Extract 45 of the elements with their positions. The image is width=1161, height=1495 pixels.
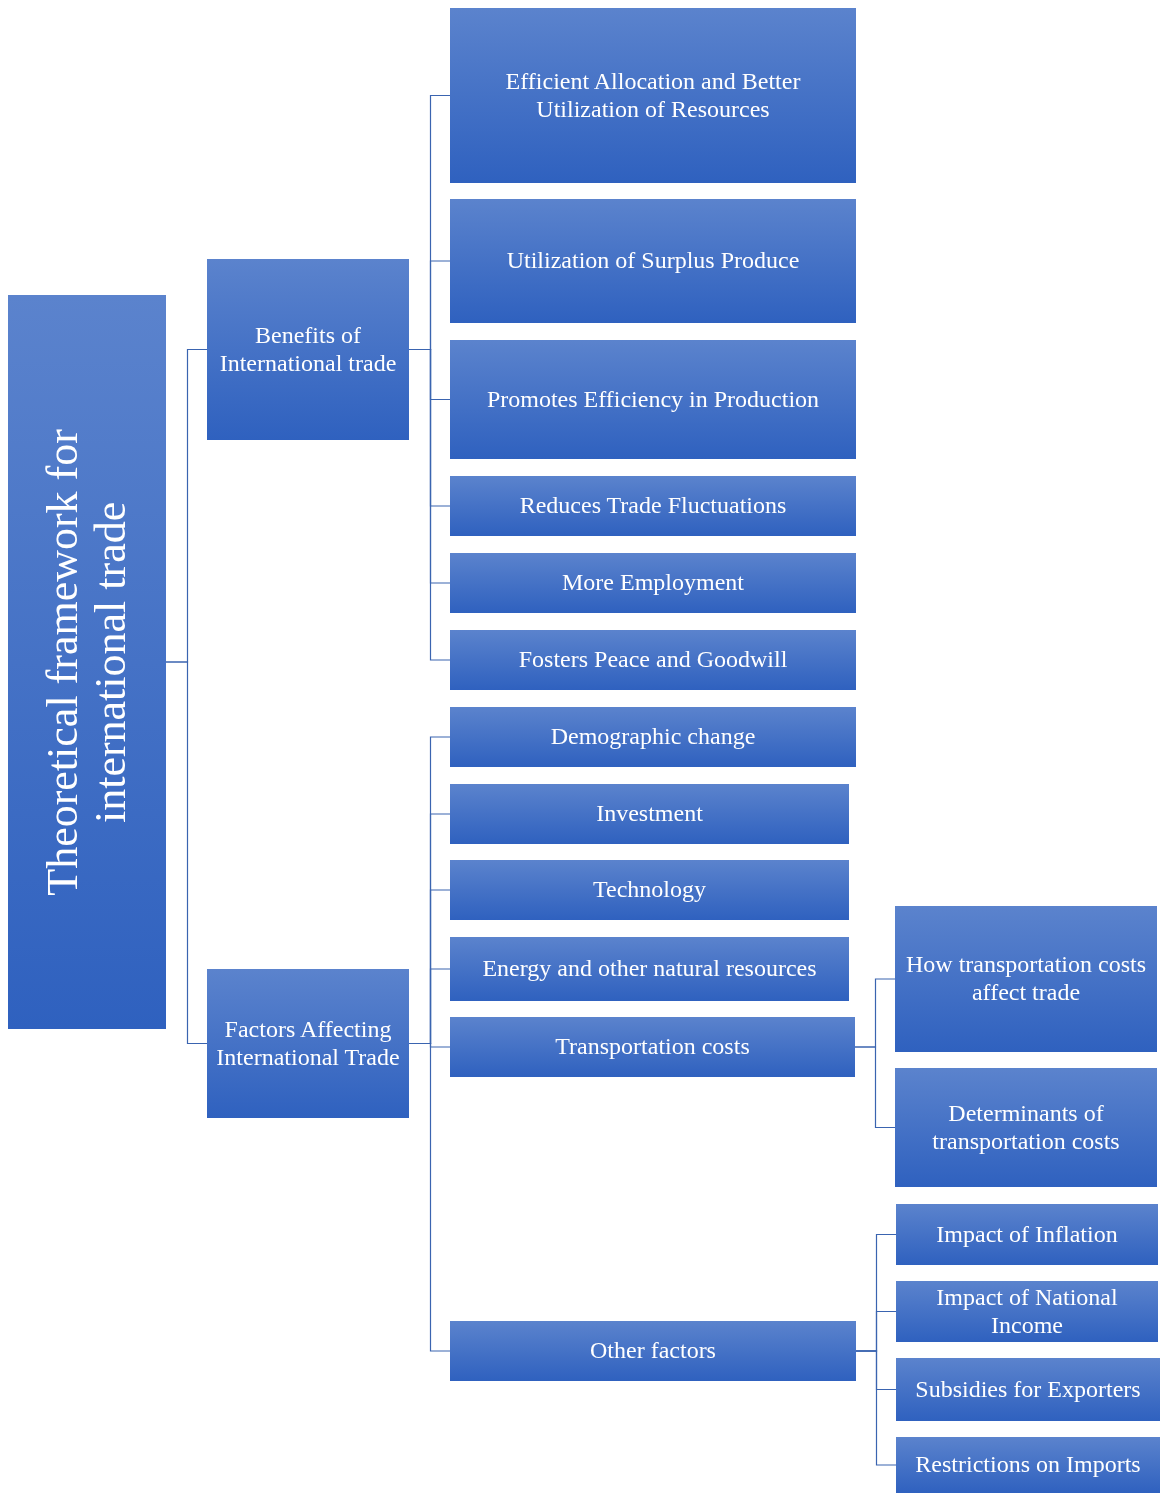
node-label: Impact of National Income (935, 1283, 1119, 1340)
node-label: Theoretical framework for international trade (38, 427, 136, 898)
item-box (450, 784, 849, 844)
node-label: Other factors (590, 1337, 716, 1365)
item-box (450, 1017, 855, 1077)
item-box (450, 1321, 856, 1381)
node-label: Transportation costs (555, 1033, 750, 1061)
title-box (8, 295, 166, 1029)
node-label: Fosters Peace and Goodwill (518, 646, 788, 674)
node-label: Investment (596, 800, 703, 828)
item-box (450, 937, 849, 1001)
item-box (450, 476, 856, 536)
item-box (450, 199, 856, 323)
item-box (896, 1437, 1160, 1493)
node-label: Promotes Efficiency in Production (486, 385, 820, 414)
connector-line (165, 661, 208, 1045)
connector-line (854, 1046, 896, 1129)
node-label: Utilization of Surplus Produce (506, 247, 800, 275)
node-label: More Employment (562, 569, 744, 597)
node-label: Reduces Trade Fluctuations (519, 492, 787, 520)
node-label: Benefits of International trade (218, 321, 398, 378)
category-box (207, 969, 409, 1118)
node-label: Technology (593, 876, 706, 904)
item-box (450, 707, 856, 767)
item-box (450, 860, 849, 920)
node-label: Subsidies for Exporters (915, 1375, 1141, 1404)
item-box (450, 630, 856, 690)
category-box (207, 259, 409, 440)
item-box (895, 906, 1157, 1052)
node-label: Factors Affecting International Trade (215, 1015, 401, 1072)
node-label: Restrictions on Imports (915, 1451, 1141, 1479)
item-box (895, 1068, 1157, 1187)
item-box (896, 1358, 1160, 1421)
item-box (450, 8, 856, 183)
item-box (450, 553, 856, 613)
item-box (896, 1204, 1158, 1265)
node-label: Energy and other natural resources (482, 955, 817, 983)
node-label: Determinants of transportation costs (931, 1099, 1121, 1156)
node-label: Demographic change (550, 723, 756, 751)
connector-line (855, 1350, 897, 1466)
item-box (450, 340, 856, 459)
node-label: How transportation costs affect trade (905, 951, 1147, 1007)
node-label: Impact of Inflation (936, 1220, 1118, 1249)
node-label: Efficient Allocation and Better Utilization of Resources (504, 67, 802, 124)
item-box (896, 1281, 1158, 1342)
